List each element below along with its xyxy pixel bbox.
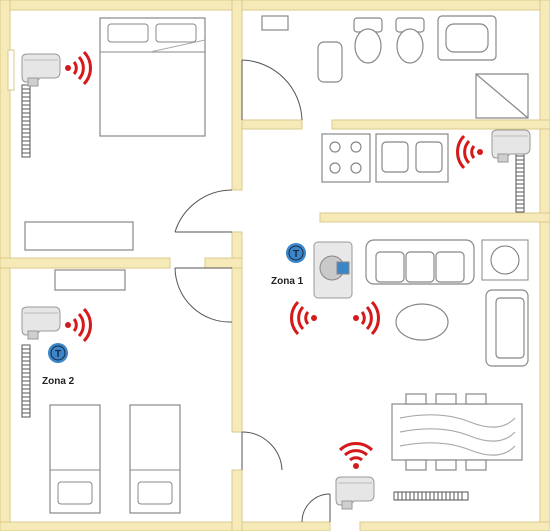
door-swings (174, 59, 331, 523)
single-bed-right (129, 404, 181, 514)
single-bed-left (49, 404, 101, 514)
double-bed (99, 17, 206, 137)
kitchen-counter (321, 133, 449, 183)
dresser (24, 221, 134, 251)
thermostat-badge: T (55, 349, 61, 360)
shelf (54, 269, 126, 291)
bathroom-fixtures (261, 15, 529, 119)
thermostat-badge: T (293, 249, 299, 260)
dining-table (391, 393, 523, 471)
sofa (365, 239, 475, 285)
zone-1-label: Zona 1 (271, 276, 304, 287)
radiator-icon (393, 491, 469, 501)
radiator-icon (21, 84, 31, 158)
armchair (485, 289, 529, 367)
thermostat-zone-2: T (48, 343, 68, 363)
plant (481, 239, 529, 281)
coffee-table (395, 303, 449, 341)
thermostat-zone-1: T (286, 243, 306, 263)
thermostat-unit (313, 241, 353, 299)
zone-2-label: Zona 2 (42, 376, 75, 387)
radiator-icon (21, 344, 31, 418)
